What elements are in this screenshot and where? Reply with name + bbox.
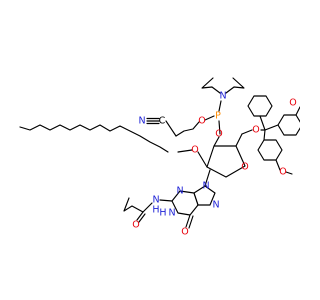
amide-nh-nitrogen-label: N [152,195,159,206]
sugar-ring-oxygen-label: O [241,162,248,173]
sugar-5-oxygen-label: O [252,125,259,136]
cyanoethyl-bond [175,121,200,137]
molecule-structure-diagram: C N O P N O O O O O O N N N N H N H O O [19,77,300,238]
c5-o5-bond [241,129,253,135]
imidazole-n9-label: N [202,181,209,192]
lactam-carbonyl-oxygen-label: O [181,227,188,238]
amide-nh-hydrogen-label: H [152,205,159,216]
isopropyl-right-bond [225,77,245,94]
isopropyl-left-bond [201,77,221,94]
methoxy-bottom-oxygen-label: O [279,167,286,178]
pyrimidine-n3-label: N [176,186,183,197]
amide-carbonyl-oxygen-label: O [132,220,139,231]
n2-amide-c-bond [142,202,153,213]
amide-c-o-bond [136,211,144,221]
p-n-bond [218,100,222,112]
trityl-phenyl-bond [259,115,266,131]
c1-n9-bond [204,169,211,187]
amide-c-o-bond-2 [138,213,146,223]
p-o-ring-bond [218,120,221,135]
imidazole-n7-label: N [212,200,219,211]
amine-nitrogen-label: N [219,91,226,102]
sugar-ring-bond [206,145,246,178]
trityl-anisyl-top-bond [264,124,279,131]
phosphorus-label: P [215,111,221,122]
ring-nh-nitrogen-label: N [168,208,175,219]
alkyl-ether-oxygen-label: O [191,145,198,156]
c6-o6-bond-2 [188,215,194,229]
isobutyryl-bond [123,197,144,213]
anisyl-bottom-ring-bond [257,139,283,161]
anisyl-top-o-bond [295,106,300,116]
sugar-3-oxygen-label: O [215,129,222,140]
imidazole-ring-bond [193,185,216,206]
o2-chain-bond [177,149,193,153]
nitrile-nitrogen-label: N [138,116,145,127]
trityl-anisyl-bottom-bond [263,129,266,141]
nitrile-to-chain-bond [165,120,177,137]
c3-o3-bond [213,136,220,147]
c4-c5-bond [235,133,243,147]
pyrimidine-ring-bond [171,190,199,216]
alkyl-chain-bond [19,124,169,153]
c6-o6-bond [185,214,191,228]
c2-n2-bond [159,199,173,202]
c2-o2-bond [197,151,208,168]
atom-label-layer: C N O P N O O O O O O N N N N H N H O O [132,91,296,238]
bond-layer [19,77,300,229]
phenyl-ring-bond [247,95,273,117]
phosphite-oxygen-label: O [198,116,205,127]
anisyl-top-ring-bond [277,114,300,136]
methoxy-top-oxygen-label: O [289,98,296,109]
o-p-bond [204,115,215,121]
anisyl-bottom-o-bond [275,159,281,171]
anisyl-bottom-me-bond [285,171,293,175]
ring-nh-hydrogen-label: H [159,208,166,219]
nitrile-carbon-label: C [159,116,166,127]
